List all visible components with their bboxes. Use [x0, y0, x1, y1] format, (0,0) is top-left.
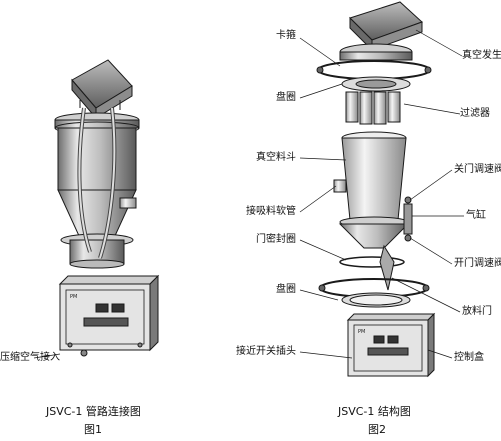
- leader-lines: [299, 29, 464, 359]
- svg-text:PM: PM: [358, 329, 365, 335]
- label-tray-ring-top: 盘圈: [276, 92, 296, 103]
- label-clamp: 卡箍: [276, 30, 296, 41]
- fig1-caption-title: JSVC-1 管路连接图: [46, 405, 141, 418]
- label-proximity-plug: 接近开关插头: [236, 346, 296, 357]
- figure1-loader: PM: [33, 59, 160, 359]
- fig1-caption-number: 图1: [84, 423, 102, 436]
- fig2-caption-number: 图2: [368, 423, 386, 436]
- label-suction-hose: 接吸料软管: [246, 206, 296, 217]
- figure2-exploded: PM: [316, 1, 436, 378]
- label-door-seal: 门密封圈: [256, 234, 296, 245]
- label-open-speed-valve: 开门调速阀: [454, 258, 501, 269]
- label-close-speed-valve: 关门调速阀: [454, 164, 501, 175]
- vacuum-generator-box: [71, 59, 133, 120]
- label-vacuum-generator: 真空发生器: [462, 50, 501, 61]
- fig2-caption-title: JSVC-1 结构图: [338, 405, 411, 418]
- label-control-box: 控制盒: [454, 352, 484, 363]
- label-cylinder: 气缸: [466, 210, 486, 221]
- label-filter: 过滤器: [460, 108, 490, 119]
- control-box-fig2: PM: [346, 312, 436, 378]
- label-vacuum-hopper: 真空料斗: [256, 152, 296, 163]
- control-box-fig1: PM: [58, 274, 160, 352]
- label-tray-ring-bottom: 盘圈: [276, 284, 296, 295]
- vacuum-generator: [349, 1, 423, 52]
- label-discharge-door: 放料门: [462, 306, 492, 317]
- label-compressed-air-inlet: 压缩空气接入: [0, 352, 60, 363]
- svg-text:PM: PM: [70, 294, 77, 300]
